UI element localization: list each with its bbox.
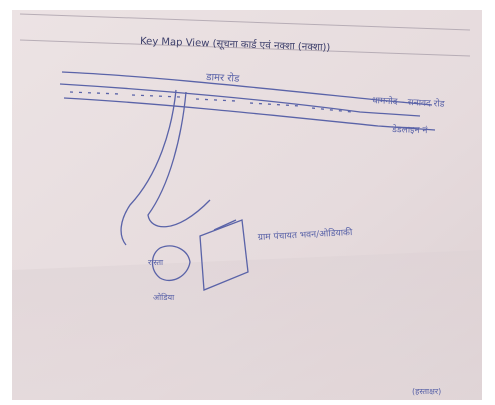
header-rule-top [19,13,471,31]
label-bottom-left: रास्ता [148,258,164,267]
handwritten-labels: डामर रोड धामनोद – सनावद रोड डेडलाइन नं ग… [148,71,445,396]
label-road-top: डामर रोड [205,71,240,85]
header-rule-bottom [19,39,471,57]
label-right: धामनोद – सनावद रोड [372,94,445,110]
label-bottom-left-2: ओडिया [153,292,175,302]
label-corner: (हस्ताक्षर) [412,387,441,396]
page-fold-shadow [12,250,482,400]
road-sketch [59,71,436,291]
label-right-2: डेडलाइन नं [391,123,429,136]
